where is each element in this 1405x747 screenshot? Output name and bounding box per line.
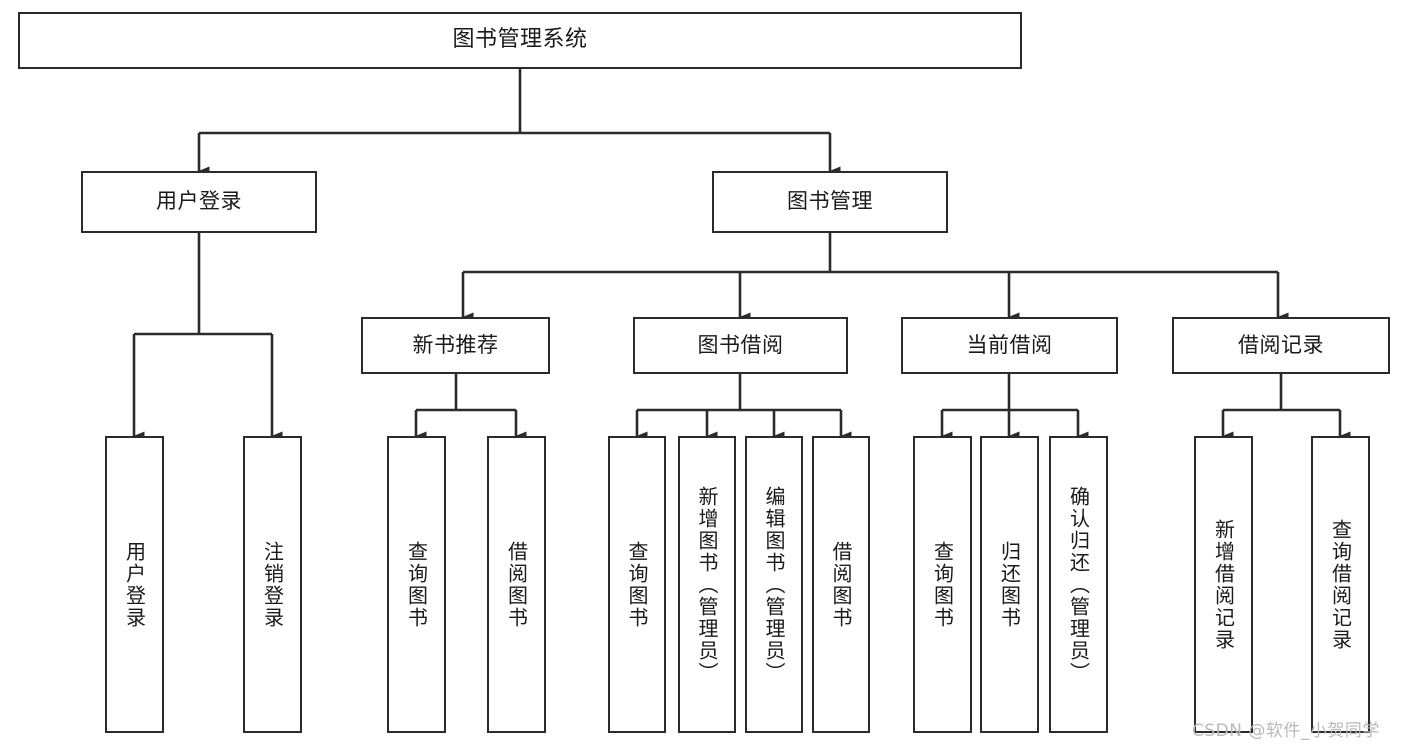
leaf-logout[interactable]: 注销登录	[243, 436, 302, 733]
node-root-label: 图书管理系统	[452, 27, 588, 53]
leaf-add-book-admin-label: 新增图书（管理员）	[695, 485, 719, 684]
node-book-management[interactable]: 图书管理	[712, 171, 948, 233]
leaf-user-login[interactable]: 用户登录	[105, 436, 164, 733]
leaf-user-login-label: 用户登录	[122, 540, 147, 629]
leaf-add-borrow-record-label: 新增借阅记录	[1211, 518, 1236, 651]
node-borrow-record-label: 借阅记录	[1238, 332, 1324, 357]
node-user-login[interactable]: 用户登录	[81, 171, 317, 233]
node-current-borrow-label: 当前借阅	[966, 332, 1053, 357]
node-book-management-label: 图书管理	[787, 189, 873, 214]
leaf-add-book-admin[interactable]: 新增图书（管理员）	[678, 436, 736, 733]
node-user-login-label: 用户登录	[156, 189, 242, 214]
node-root[interactable]: 图书管理系统	[18, 12, 1022, 69]
leaf-confirm-return-admin[interactable]: 确认归还（管理员）	[1049, 436, 1108, 733]
leaf-logout-label: 注销登录	[260, 540, 285, 629]
leaf-borrow-book[interactable]: 借阅图书	[812, 436, 870, 733]
leaf-confirm-return-admin-label: 确认归还（管理员）	[1066, 485, 1091, 684]
leaf-query-book-borrow-label: 查询图书	[625, 540, 649, 629]
node-borrow-record[interactable]: 借阅记录	[1172, 317, 1390, 374]
leaf-query-borrow-record[interactable]: 查询借阅记录	[1311, 436, 1370, 733]
node-new-book-recommend[interactable]: 新书推荐	[361, 317, 550, 374]
leaf-borrow-book-label: 借阅图书	[829, 540, 853, 629]
leaf-query-borrow-record-label: 查询借阅记录	[1328, 518, 1353, 651]
leaf-return-book[interactable]: 归还图书	[980, 436, 1039, 733]
leaf-borrow-book-recommend[interactable]: 借阅图书	[487, 436, 546, 733]
node-new-book-recommend-label: 新书推荐	[412, 332, 499, 357]
leaf-query-book-current-label: 查询图书	[930, 540, 955, 629]
leaf-query-book-borrow[interactable]: 查询图书	[608, 436, 666, 733]
leaf-edit-book-admin-label: 编辑图书（管理员）	[762, 485, 786, 684]
node-book-borrow[interactable]: 图书借阅	[633, 317, 848, 374]
leaf-query-book-recommend-label: 查询图书	[404, 540, 429, 629]
node-book-borrow-label: 图书借阅	[697, 332, 784, 357]
leaf-borrow-book-recommend-label: 借阅图书	[504, 540, 529, 629]
tree-connectors	[132, 69, 1351, 441]
leaf-edit-book-admin[interactable]: 编辑图书（管理员）	[745, 436, 803, 733]
leaf-query-book-current[interactable]: 查询图书	[913, 436, 972, 733]
node-current-borrow[interactable]: 当前借阅	[901, 317, 1118, 374]
leaf-query-book-recommend[interactable]: 查询图书	[387, 436, 446, 733]
leaf-add-borrow-record[interactable]: 新增借阅记录	[1194, 436, 1253, 733]
leaf-return-book-label: 归还图书	[997, 540, 1022, 629]
